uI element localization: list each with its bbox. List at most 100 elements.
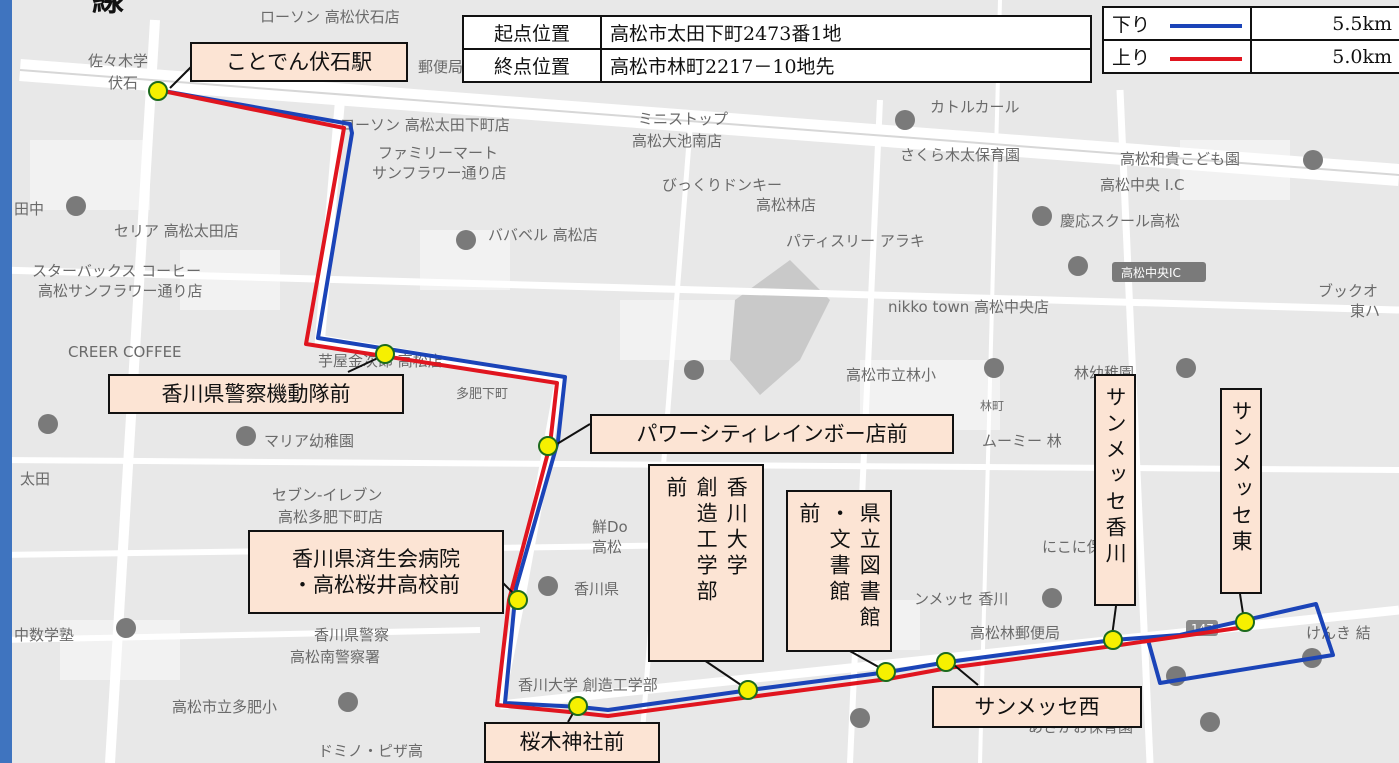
stop-label-kagawa-univ: 香川大学 創造工学部 前 bbox=[648, 464, 764, 662]
place-icon bbox=[684, 360, 704, 380]
map-label: CREER COFFEE bbox=[68, 343, 182, 361]
map-label: ミニストップ bbox=[638, 110, 728, 128]
stop-label-sunmesse-col: サンメッセ香川 bbox=[1103, 386, 1128, 568]
map-label: マリア幼稚園 bbox=[264, 432, 354, 450]
start-value: 高松市太田下町2473番1地 bbox=[600, 15, 1092, 50]
legend-up-distance: 5.0km bbox=[1250, 39, 1399, 74]
map-label: 高松中央 I.C bbox=[1100, 176, 1184, 194]
stop-label-kagawa-univ-col1: 香川大学 bbox=[724, 476, 749, 580]
stop-label-sunmesse-west: サンメッセ西 bbox=[932, 686, 1142, 728]
map-label: ンメッセ 香川 bbox=[914, 590, 1008, 608]
route-info-table: 起点位置 高松市太田下町2473番1地 終点位置 高松市林町2217－10地先 bbox=[462, 15, 1092, 83]
map-label: 高松林郵便局 bbox=[970, 624, 1060, 642]
map-label: 高松市立多肥小 bbox=[172, 698, 277, 716]
stop-label-kagawa-univ-col2: 創造工学部 bbox=[694, 476, 719, 606]
map-label: 高松南警察署 bbox=[290, 648, 380, 666]
start-label: 起点位置 bbox=[462, 15, 602, 50]
stop-label-saiseikai-line1: 香川県済生会病院 bbox=[292, 546, 460, 571]
stop-label-sunmesse-east-col: サンメッセ東 bbox=[1229, 400, 1254, 556]
map-label: ローソン 高松伏石店 bbox=[260, 8, 400, 26]
map-label: ムーミー 林 bbox=[982, 432, 1062, 450]
place-icon bbox=[1068, 256, 1088, 276]
school-icon bbox=[116, 618, 136, 638]
stop-label-sunmesse-east: サンメッセ東 bbox=[1220, 388, 1262, 594]
stop-marker[interactable] bbox=[876, 662, 896, 682]
map-label: ドミノ・ピザ高 bbox=[318, 742, 423, 760]
stop-label-kotoden-fuseishi: ことでん伏石駅 bbox=[190, 42, 408, 82]
stop-label-library-col2: ・文書館 bbox=[827, 502, 852, 606]
legend-up-label: 上り bbox=[1112, 47, 1151, 69]
stop-marker[interactable] bbox=[375, 344, 395, 364]
legend-table: 下り 5.5km 上り 5.0km bbox=[1101, 6, 1399, 74]
ic-badge-label: 高松中央IC bbox=[1121, 265, 1181, 280]
map-label: けんき 結 bbox=[1306, 624, 1371, 642]
frame-border bbox=[0, 0, 12, 763]
school-icon bbox=[338, 692, 358, 712]
school-icon bbox=[1303, 150, 1323, 170]
route-line-down bbox=[157, 88, 1335, 712]
map-label: ブックオ bbox=[1318, 282, 1378, 300]
map-label: 高松和貴こども園 bbox=[1120, 150, 1240, 168]
map-label: 伏石 bbox=[108, 74, 138, 92]
stop-label-library-col3: 前 bbox=[796, 502, 821, 528]
school-icon bbox=[1032, 206, 1052, 226]
stop-marker[interactable] bbox=[1235, 612, 1255, 632]
stop-label-saiseikai: 香川県済生会病院 ・高松桜井高校前 bbox=[248, 530, 504, 614]
school-icon bbox=[236, 426, 256, 446]
map-label: 高松サンフラワー通り店 bbox=[38, 282, 203, 300]
school-icon bbox=[66, 196, 86, 216]
school-icon bbox=[984, 358, 1004, 378]
stop-label-kagawa-univ-col3: 前 bbox=[663, 476, 688, 502]
map-label: さくら木太保育園 bbox=[900, 146, 1020, 164]
map-label: 高松大池南店 bbox=[632, 132, 722, 150]
place-icon bbox=[1042, 588, 1062, 608]
map-label: 高松林店 bbox=[756, 196, 816, 214]
stop-marker[interactable] bbox=[538, 436, 558, 456]
stop-marker[interactable] bbox=[508, 590, 528, 610]
stop-label-police-kidotai: 香川県警察機動隊前 bbox=[108, 374, 404, 414]
map-label: セリア 高松太田店 bbox=[114, 222, 239, 240]
map-label: びっくりドンキー bbox=[662, 176, 782, 194]
map-label: 香川大学 創造工学部 bbox=[518, 676, 658, 694]
map-label: 太田 bbox=[20, 470, 50, 488]
stop-marker[interactable] bbox=[1103, 630, 1123, 650]
stop-label-sunmesse: サンメッセ香川 bbox=[1094, 374, 1136, 606]
map-label: ファミリーマート bbox=[378, 144, 498, 162]
legend-down: 下り bbox=[1101, 6, 1253, 41]
stop-marker[interactable] bbox=[738, 680, 758, 700]
end-value: 高松市林町2217－10地先 bbox=[600, 48, 1092, 83]
school-icon bbox=[850, 708, 870, 728]
stop-label-library: 県立図書館 ・文書館 前 bbox=[786, 490, 892, 652]
map-label: パティスリー アラキ bbox=[786, 232, 925, 250]
stop-marker[interactable] bbox=[148, 81, 168, 101]
map-label: 中数学塾 bbox=[14, 626, 74, 644]
ic-badge bbox=[1112, 262, 1206, 282]
map-label: サンフラワー通り店 bbox=[372, 164, 507, 182]
place-icon bbox=[38, 414, 58, 434]
map-label: 高松 bbox=[592, 538, 622, 556]
stop-marker[interactable] bbox=[936, 652, 956, 672]
map-label: 慶応スクール高松 bbox=[1060, 212, 1180, 230]
map-label: 多肥下町 bbox=[456, 386, 508, 402]
map-label: 田中 bbox=[14, 200, 44, 218]
stop-label-saiseikai-line2: ・高松桜井高校前 bbox=[292, 573, 460, 597]
map-label: 香川県警察 bbox=[314, 626, 389, 644]
map-label: セブン-イレブン bbox=[272, 486, 382, 504]
map-label: ローソン 高松太田下町店 bbox=[340, 116, 510, 134]
legend-down-label: 下り bbox=[1112, 14, 1151, 36]
stop-label-library-col1: 県立図書館 bbox=[857, 502, 882, 632]
place-icon bbox=[538, 576, 558, 596]
map-label: nikko town 高松中央店 bbox=[888, 298, 1049, 316]
school-icon bbox=[895, 110, 915, 130]
map-label: 鮮Do bbox=[592, 518, 628, 536]
route-line-up bbox=[157, 88, 1246, 718]
legend-up-swatch bbox=[1170, 57, 1243, 61]
stop-marker[interactable] bbox=[568, 696, 588, 716]
legend-down-distance: 5.5km bbox=[1250, 6, 1399, 41]
map-label: 高松多肥下町店 bbox=[278, 508, 383, 526]
map-label: 郵便局 bbox=[418, 58, 463, 76]
map-label: 林町 bbox=[980, 399, 1004, 413]
map-label: 香川県 bbox=[574, 580, 619, 598]
map-label: 東ハ bbox=[1350, 302, 1380, 320]
